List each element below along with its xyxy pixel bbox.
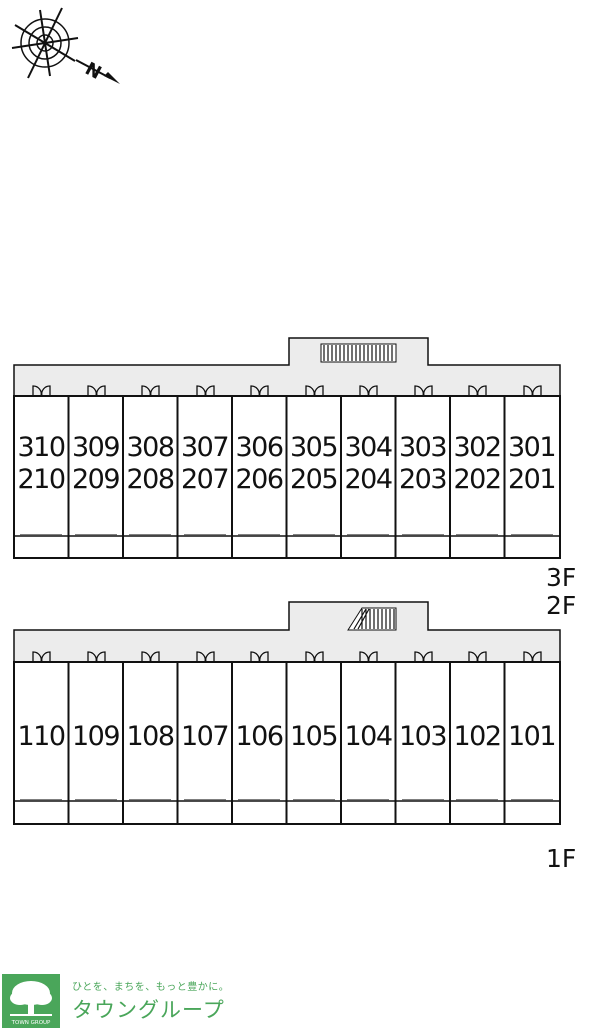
- floor-label-3f: 3F: [546, 563, 576, 592]
- unit-label: 305: [290, 432, 337, 463]
- unit-label: 105: [290, 721, 337, 752]
- unit-label: 108: [126, 721, 173, 752]
- upper-door-icons: [27, 385, 548, 397]
- unit-label: 204: [344, 464, 391, 495]
- unit-label: 203: [399, 464, 446, 495]
- unit-label: 301: [508, 432, 555, 463]
- unit-label: 310: [17, 432, 64, 463]
- ground-floor-plan: 110 109 108 107 106 105 104 103 102 101 …: [13, 601, 576, 873]
- stair-icon: [347, 607, 397, 631]
- unit-label: 210: [17, 464, 64, 495]
- unit-label: 303: [399, 432, 446, 463]
- ground-door-icons: [27, 651, 548, 663]
- unit-label: 110: [17, 721, 64, 752]
- unit-label: 306: [235, 432, 282, 463]
- town-group-logo: TOWN GROUP ひとを、まちを、もっと豊かに。 タウングループ: [2, 974, 242, 1028]
- unit-label: 101: [508, 721, 555, 752]
- unit-label: 102: [453, 721, 500, 752]
- unit-label: 309: [72, 432, 119, 463]
- unit-label: 208: [126, 464, 173, 495]
- unit-label: 201: [508, 464, 555, 495]
- stair-icon: [320, 343, 397, 363]
- floor-label-2f: 2F: [546, 591, 576, 620]
- unit-label: 103: [399, 721, 446, 752]
- logo-name: タウングループ: [72, 998, 225, 1022]
- logo-mark-text: TOWN GROUP: [11, 1020, 51, 1026]
- logo-tagline: ひとを、まちを、もっと豊かに。: [72, 982, 230, 993]
- unit-label: 207: [181, 464, 228, 495]
- unit-label: 104: [344, 721, 391, 752]
- unit-label: 308: [126, 432, 173, 463]
- unit-label: 307: [181, 432, 228, 463]
- unit-label: 209: [72, 464, 119, 495]
- upper-floor-plan: 310 309 308 307 306 305 304 303 302 301 …: [13, 337, 576, 620]
- tree-logo-icon: TOWN GROUP: [2, 974, 60, 1028]
- unit-label: 206: [235, 464, 282, 495]
- unit-label: 107: [181, 721, 228, 752]
- unit-label: 302: [453, 432, 500, 463]
- unit-label: 202: [453, 464, 500, 495]
- ground-corridor: [13, 601, 561, 663]
- unit-label: 106: [235, 721, 282, 752]
- floor-label-1f: 1F: [546, 844, 576, 873]
- unit-label: 205: [290, 464, 337, 495]
- upper-corridor: [13, 337, 561, 397]
- compass-icon: N: [11, 7, 120, 84]
- unit-label: 109: [72, 721, 119, 752]
- ground-partitions: [14, 662, 560, 824]
- upper-partitions: [14, 396, 560, 558]
- compass-north-label: N: [82, 58, 105, 84]
- unit-label: 304: [344, 432, 391, 463]
